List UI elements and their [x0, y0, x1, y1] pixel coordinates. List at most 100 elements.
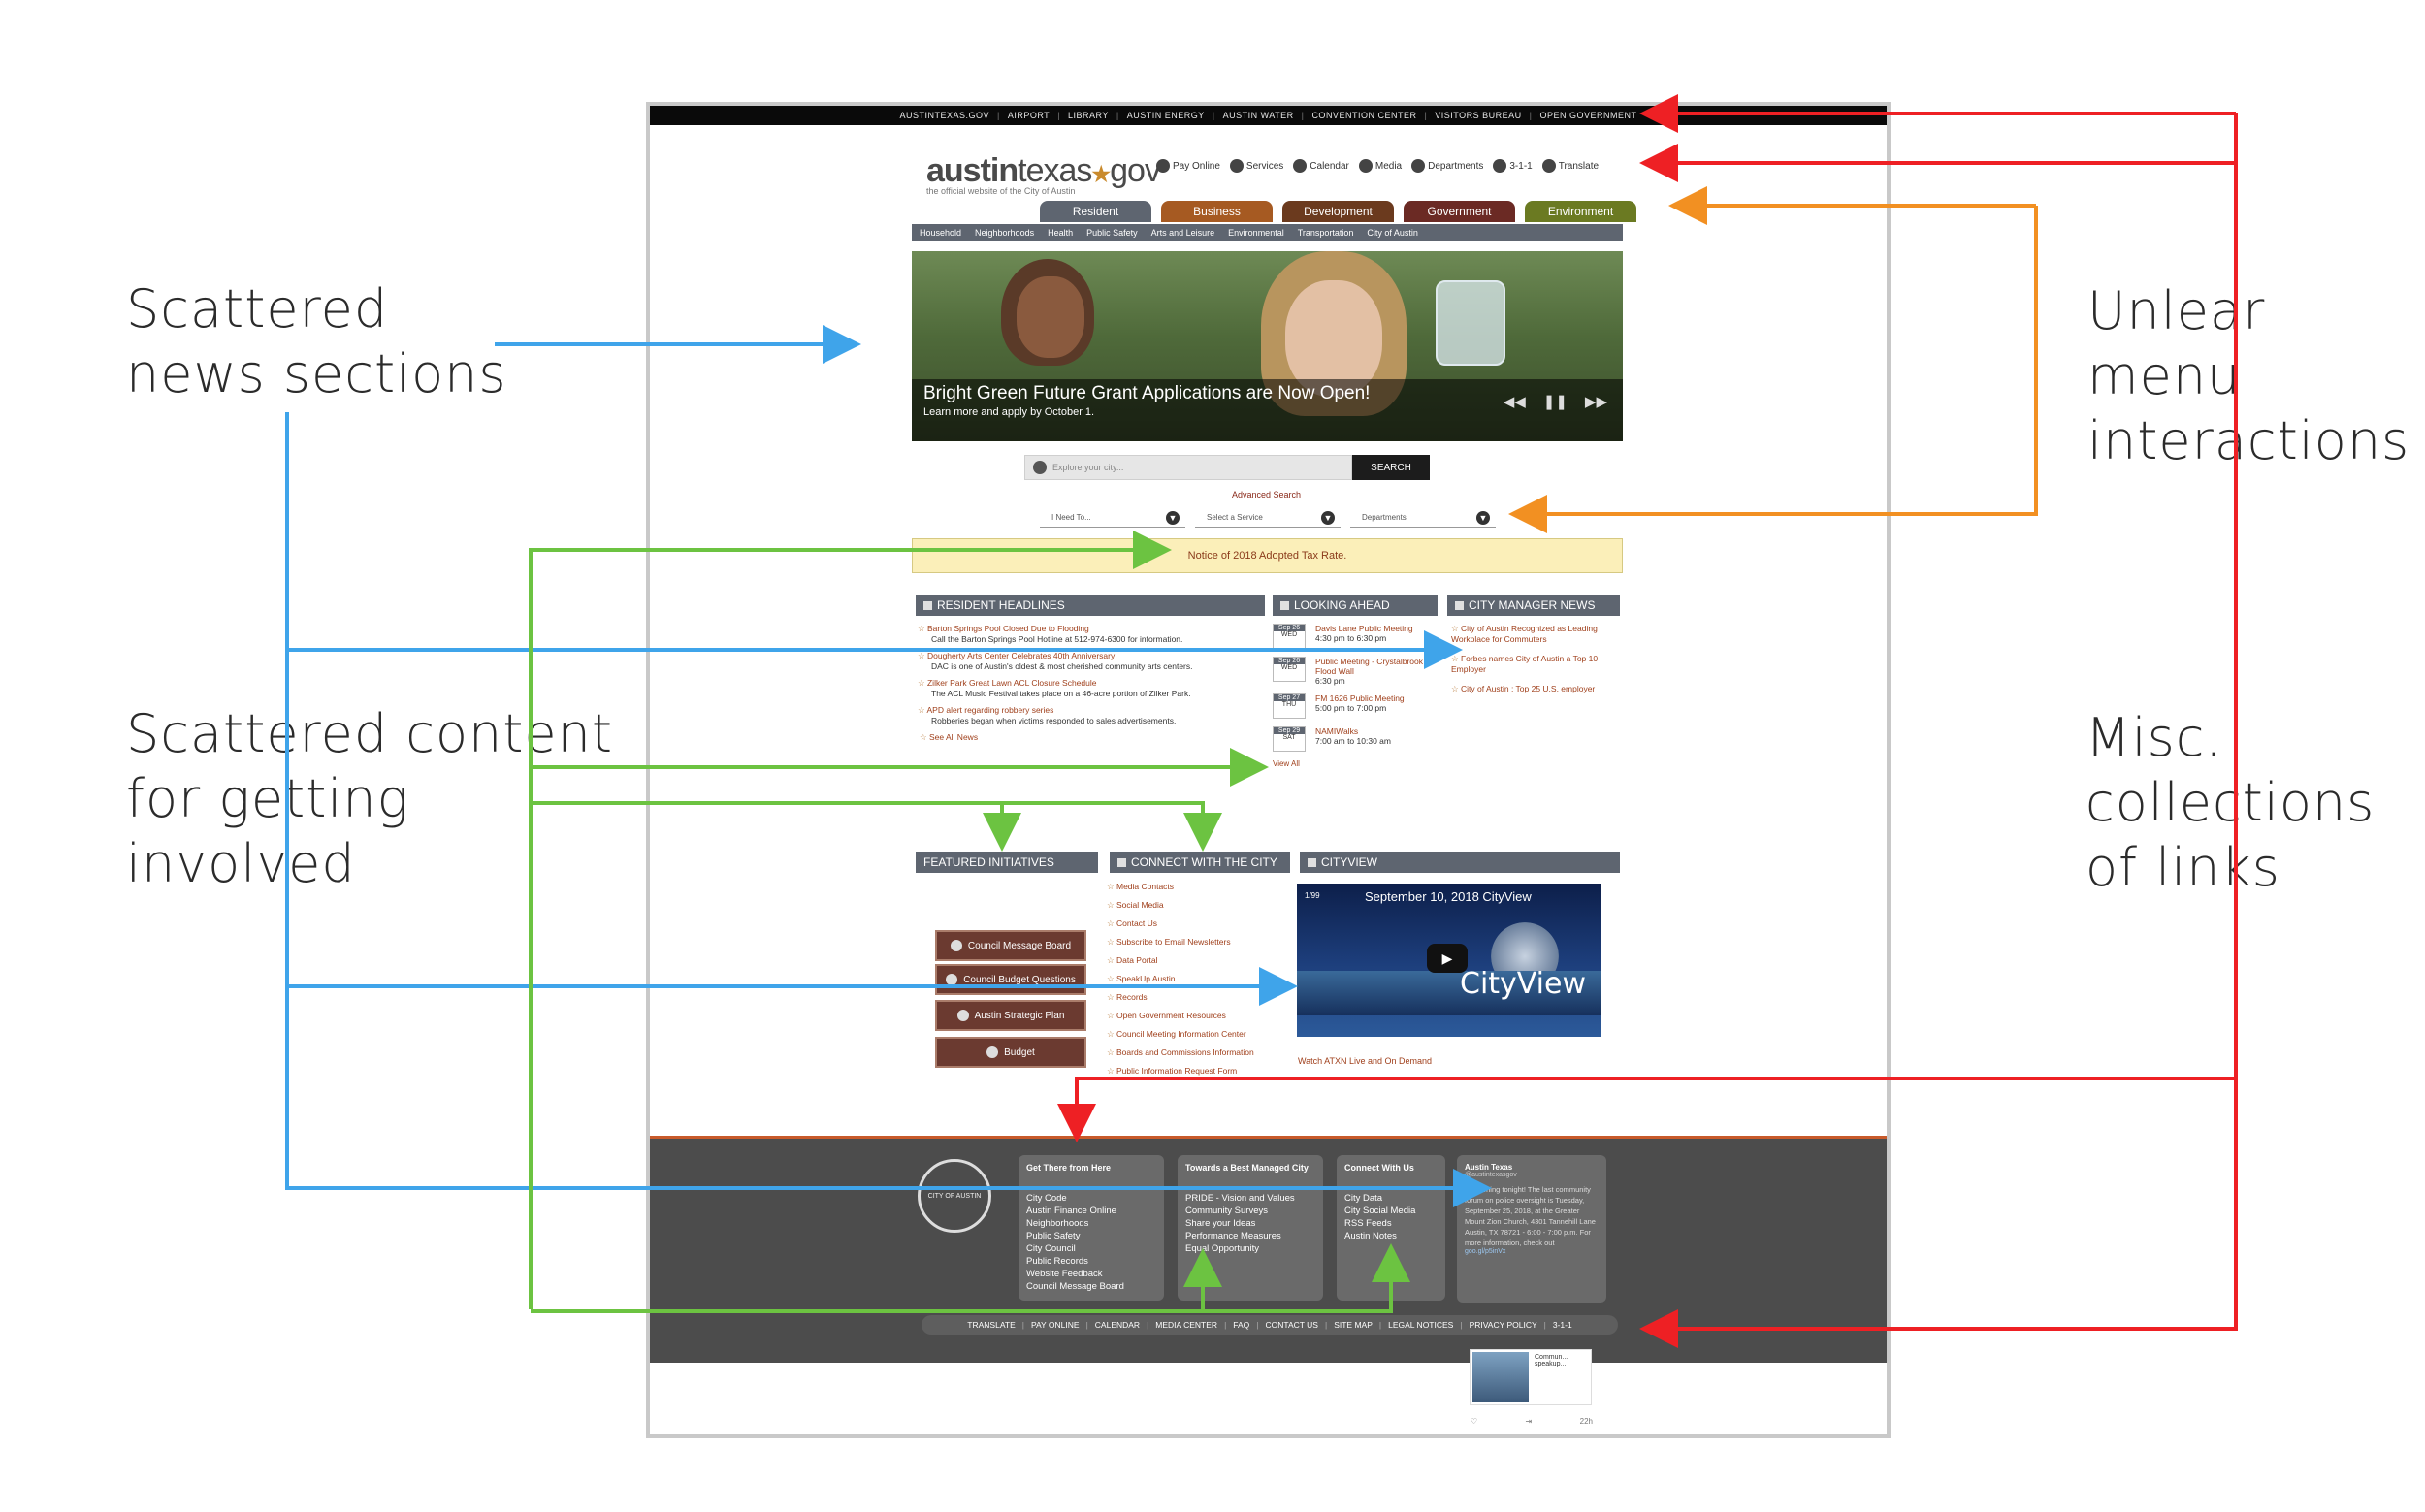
footer-link[interactable]: PRIDE - Vision and Values: [1185, 1193, 1295, 1204]
advanced-search-link[interactable]: Advanced Search: [1232, 490, 1302, 499]
util-nav-item[interactable]: 3-1-1: [1493, 159, 1533, 173]
footer-bottom-link[interactable]: 3-1-1: [1552, 1320, 1572, 1330]
audience-tab[interactable]: Resident: [1040, 201, 1151, 222]
footer-link[interactable]: Equal Opportunity: [1185, 1243, 1260, 1254]
util-nav-item[interactable]: Departments: [1411, 159, 1483, 173]
top-link[interactable]: AIRPORT: [1007, 111, 1051, 120]
tweet-card[interactable]: Commun... speakup...: [1470, 1349, 1592, 1405]
footer-bottom-link[interactable]: CALENDAR: [1094, 1320, 1141, 1330]
headline-item[interactable]: Zilker Park Great Lawn ACL Closure Sched…: [918, 678, 1257, 698]
connect-link[interactable]: Subscribe to Email Newsletters: [1107, 937, 1281, 948]
audience-tab[interactable]: Government: [1404, 201, 1515, 222]
connect-link[interactable]: Public Information Request Form: [1107, 1066, 1281, 1077]
audience-tab[interactable]: Environment: [1525, 201, 1636, 222]
top-link[interactable]: OPEN GOVERNMENT: [1539, 111, 1637, 120]
footer-link[interactable]: City Code: [1026, 1193, 1067, 1204]
headline-item[interactable]: Dougherty Arts Center Celebrates 40th An…: [918, 651, 1257, 671]
select-dropdown[interactable]: Departments▼: [1350, 508, 1496, 528]
footer-link[interactable]: Austin Finance Online: [1026, 1206, 1116, 1216]
footer-bottom-link[interactable]: PAY ONLINE: [1030, 1320, 1080, 1330]
util-nav-item[interactable]: Pay Online: [1156, 159, 1220, 173]
footer-link[interactable]: Website Feedback: [1026, 1269, 1103, 1279]
footer-link[interactable]: Neighborhoods: [1026, 1218, 1089, 1229]
initiative-button[interactable]: Council Budget Questions: [935, 964, 1086, 995]
util-nav-item[interactable]: Translate: [1541, 159, 1599, 173]
rewind-icon[interactable]: ◀◀: [1503, 394, 1526, 410]
select-dropdown[interactable]: I Need To...▼: [1040, 508, 1185, 528]
tweet-link[interactable]: goo.gl/p5inVx: [1465, 1248, 1506, 1255]
view-all-events-link[interactable]: View All: [1273, 759, 1300, 768]
manager-news-item[interactable]: City of Austin : Top 25 U.S. employer: [1451, 684, 1616, 694]
initiative-button[interactable]: Austin Strategic Plan: [935, 1000, 1086, 1031]
manager-news-item[interactable]: City of Austin Recognized as Leading Wor…: [1451, 624, 1616, 644]
manager-news-item[interactable]: Forbes names City of Austin a Top 10 Emp…: [1451, 654, 1616, 674]
footer-link[interactable]: RSS Feeds: [1344, 1218, 1392, 1229]
top-link[interactable]: VISITORS BUREAU: [1435, 111, 1522, 120]
connect-link[interactable]: Open Government Resources: [1107, 1011, 1281, 1021]
search-button[interactable]: SEARCH: [1352, 455, 1430, 480]
sub-nav-item[interactable]: Neighborhoods: [975, 228, 1035, 238]
sub-nav-item[interactable]: City of Austin: [1367, 228, 1418, 238]
hero-slideshow[interactable]: Bright Green Future Grant Applications a…: [912, 251, 1623, 441]
util-nav-item[interactable]: Media: [1358, 159, 1402, 173]
top-link[interactable]: LIBRARY: [1068, 111, 1109, 120]
headline-item[interactable]: Barton Springs Pool Closed Due to Floodi…: [918, 624, 1257, 644]
footer-bottom-link[interactable]: PRIVACY POLICY: [1469, 1320, 1537, 1330]
see-all-news-link[interactable]: See All News: [920, 732, 1257, 743]
footer-bottom-link[interactable]: SITE MAP: [1334, 1320, 1373, 1330]
headline-item[interactable]: APD alert regarding robbery seriesRobber…: [918, 705, 1257, 725]
footer-bottom-link[interactable]: TRANSLATE: [967, 1320, 1016, 1330]
footer-bottom-link[interactable]: FAQ: [1233, 1320, 1250, 1330]
watch-atxn-link[interactable]: Watch ATXN Live and On Demand: [1298, 1056, 1433, 1066]
connect-link[interactable]: Records: [1107, 992, 1281, 1003]
connect-link[interactable]: Data Portal: [1107, 955, 1281, 966]
sub-nav-item[interactable]: Health: [1048, 228, 1074, 238]
connect-link[interactable]: Social Media: [1107, 900, 1281, 911]
connect-link[interactable]: SpeakUp Austin: [1107, 974, 1281, 984]
footer-link[interactable]: City Social Media: [1344, 1206, 1416, 1216]
top-link[interactable]: AUSTIN ENERGY: [1126, 111, 1205, 120]
forward-icon[interactable]: ▶▶: [1584, 394, 1607, 410]
footer-bottom-link[interactable]: LEGAL NOTICES: [1388, 1320, 1454, 1330]
util-nav-item[interactable]: Services: [1229, 159, 1283, 173]
sub-nav-item[interactable]: Transportation: [1297, 228, 1354, 238]
footer-link[interactable]: Share your Ideas: [1185, 1218, 1256, 1229]
site-logo[interactable]: austintexas★gov the official website of …: [926, 152, 1161, 196]
top-link[interactable]: AUSTIN WATER: [1222, 111, 1294, 120]
footer-link[interactable]: Council Message Board: [1026, 1281, 1124, 1292]
search-input[interactable]: Explore your city...: [1024, 455, 1352, 480]
footer-link[interactable]: Austin Notes: [1344, 1231, 1397, 1241]
connect-link[interactable]: Council Meeting Information Center: [1107, 1029, 1281, 1040]
top-link[interactable]: CONVENTION CENTER: [1311, 111, 1417, 120]
sub-nav-item[interactable]: Arts and Leisure: [1150, 228, 1215, 238]
initiative-button[interactable]: Council Message Board: [935, 930, 1086, 961]
connect-link[interactable]: Media Contacts: [1107, 882, 1281, 892]
connect-link[interactable]: Boards and Commissions Information: [1107, 1047, 1281, 1058]
footer-link[interactable]: City Council: [1026, 1243, 1076, 1254]
footer-bottom-link[interactable]: MEDIA CENTER: [1155, 1320, 1218, 1330]
heart-icon[interactable]: ♡: [1471, 1417, 1478, 1426]
top-link[interactable]: AUSTINTEXAS.GOV: [899, 111, 989, 120]
footer-bottom-link[interactable]: CONTACT US: [1265, 1320, 1318, 1330]
audience-tab[interactable]: Business: [1161, 201, 1273, 222]
initiative-button[interactable]: Budget: [935, 1037, 1086, 1068]
footer-link[interactable]: City Data: [1344, 1193, 1383, 1204]
sub-nav-item[interactable]: Public Safety: [1086, 228, 1138, 238]
sub-nav-item[interactable]: Environmental: [1228, 228, 1284, 238]
footer-link[interactable]: Performance Measures: [1185, 1231, 1281, 1241]
sub-nav-item[interactable]: Household: [920, 228, 962, 238]
notice-banner[interactable]: Notice of 2018 Adopted Tax Rate.: [912, 538, 1623, 573]
footer-link[interactable]: Community Surveys: [1185, 1206, 1268, 1216]
select-dropdown[interactable]: Select a Service▼: [1195, 508, 1341, 528]
footer-link[interactable]: Public Records: [1026, 1256, 1088, 1267]
footer-link[interactable]: Public Safety: [1026, 1231, 1081, 1241]
connect-link[interactable]: Contact Us: [1107, 918, 1281, 929]
audience-tab[interactable]: Development: [1282, 201, 1394, 222]
util-nav-item[interactable]: Calendar: [1293, 159, 1349, 173]
twitter-widget[interactable]: Austin Texas @austintexasgov Happening t…: [1457, 1155, 1606, 1303]
share-icon[interactable]: ⇥: [1525, 1417, 1533, 1426]
